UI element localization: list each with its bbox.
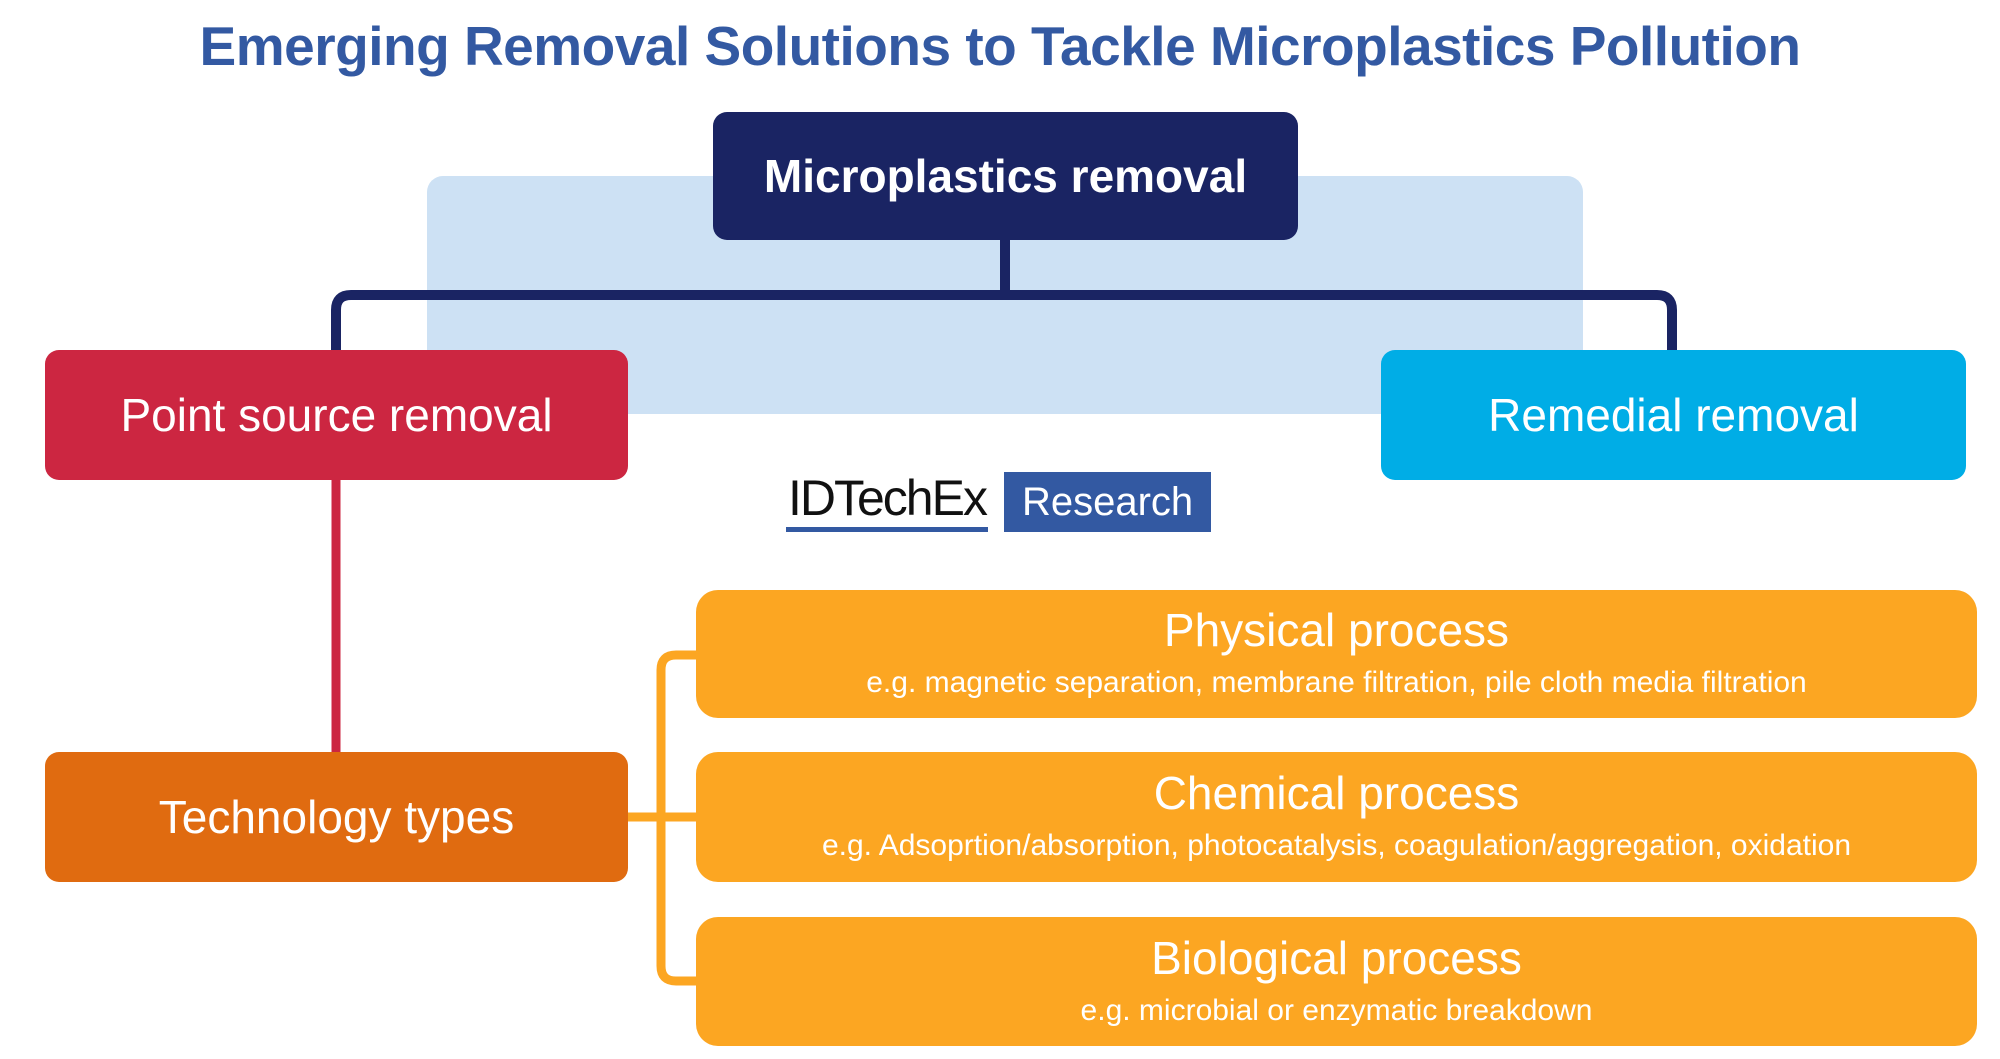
remedial-node: Remedial removal [1381,350,1966,480]
physical-process-node: Physical process e.g. magnetic separatio… [696,590,1977,718]
root-node: Microplastics removal [713,112,1298,240]
technology-types-label: Technology types [158,791,515,843]
process-examples: e.g. microbial or enzymatic breakdown [1080,993,1593,1027]
process-examples: e.g. magnetic separation, membrane filtr… [866,666,1807,699]
point-source-node: Point source removal [45,350,628,480]
logo-brand: IDTechEx [786,472,988,532]
process-examples: e.g. Adsoprtion/absorption, photocatalys… [821,829,1852,862]
root-label: Microplastics removal [763,150,1248,202]
idtechex-logo: IDTechEx Research [786,472,1212,532]
process-title: Biological process [1151,931,1522,984]
technology-types-node: Technology types [45,752,628,882]
logo-tag: Research [1003,472,1212,532]
chemical-process-node: Chemical process e.g. Adsoprtion/absorpt… [696,752,1977,882]
process-title: Physical process [1163,604,1510,656]
branch-connector [331,290,1677,352]
point-source-label: Point source removal [120,389,553,441]
process-bracket [656,650,700,986]
diagram-title: Emerging Removal Solutions to Tackle Mic… [199,15,1801,77]
biological-process-node: Biological process e.g. microbial or enz… [696,917,1977,1046]
remedial-label: Remedial removal [1488,389,1859,441]
process-title: Chemical process [1153,767,1520,819]
